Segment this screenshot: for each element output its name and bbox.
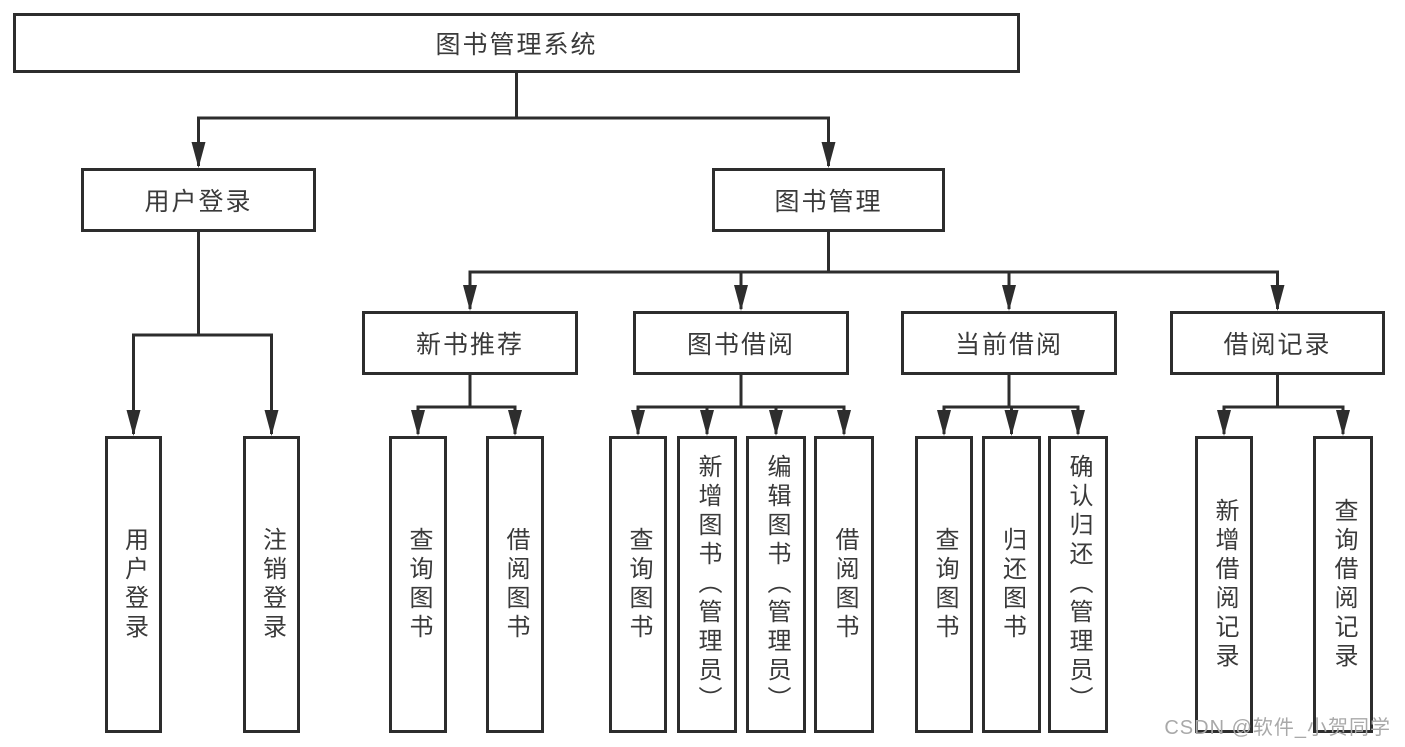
leaf-label: 查询图书 (931, 526, 958, 643)
node-user-login: 用户登录 (81, 168, 316, 232)
leaf-query-books-borrow: 查询图书 (609, 436, 667, 733)
leaf-query-borrow-record: 查询借阅记录 (1313, 436, 1373, 733)
node-label: 当前借阅 (954, 331, 1063, 359)
leaf-label: 查询图书 (625, 526, 652, 643)
leaf-query-books-recommend: 查询图书 (389, 436, 447, 733)
connector-lines (132, 73, 1345, 434)
leaf-label: 注销登录 (258, 526, 286, 643)
leaf-borrow-books: 借阅图书 (814, 436, 874, 733)
leaf-label: 借阅图书 (831, 526, 858, 643)
arrowheads (126, 142, 1350, 436)
leaf-edit-books-admin: 编辑图书（管理员） (746, 436, 806, 733)
node-label: 图书管理系统 (435, 31, 598, 59)
leaf-borrow-books-recommend: 借阅图书 (486, 436, 544, 733)
leaf-return-books: 归还图书 (982, 436, 1041, 733)
leaf-label: 查询借阅记录 (1330, 497, 1357, 672)
leaf-label: 确认归还（管理员） (1065, 454, 1092, 715)
leaf-label: 借阅图书 (502, 526, 529, 643)
leaf-label: 归还图书 (998, 526, 1026, 643)
node-borrow-record: 借阅记录 (1170, 311, 1385, 375)
leaf-label: 新增图书（管理员） (694, 454, 721, 715)
leaf-add-books-admin: 新增图书（管理员） (677, 436, 737, 733)
node-label: 新书推荐 (415, 331, 524, 359)
leaf-add-borrow-record: 新增借阅记录 (1195, 436, 1253, 733)
leaf-label: 查询图书 (405, 526, 432, 643)
node-book-management: 图书管理 (712, 168, 945, 232)
leaf-label: 用户登录 (120, 526, 148, 643)
node-label: 用户登录 (144, 188, 253, 216)
node-current-borrow: 当前借阅 (901, 311, 1117, 375)
leaf-label: 编辑图书（管理员） (763, 454, 790, 715)
node-label: 借阅记录 (1223, 331, 1332, 359)
watermark: CSDN @软件_小贺同学 (1164, 717, 1391, 739)
leaf-label: 新增借阅记录 (1211, 497, 1238, 672)
node-library-system: 图书管理系统 (13, 13, 1020, 73)
node-new-book-recommend: 新书推荐 (362, 311, 578, 375)
leaf-logout: 注销登录 (243, 436, 300, 733)
node-label: 图书管理 (774, 188, 883, 216)
leaf-confirm-return-admin: 确认归还（管理员） (1048, 436, 1108, 733)
leaf-query-books-current: 查询图书 (915, 436, 973, 733)
leaf-user-login: 用户登录 (105, 436, 162, 733)
node-book-borrow: 图书借阅 (633, 311, 849, 375)
node-label: 图书借阅 (686, 331, 795, 359)
